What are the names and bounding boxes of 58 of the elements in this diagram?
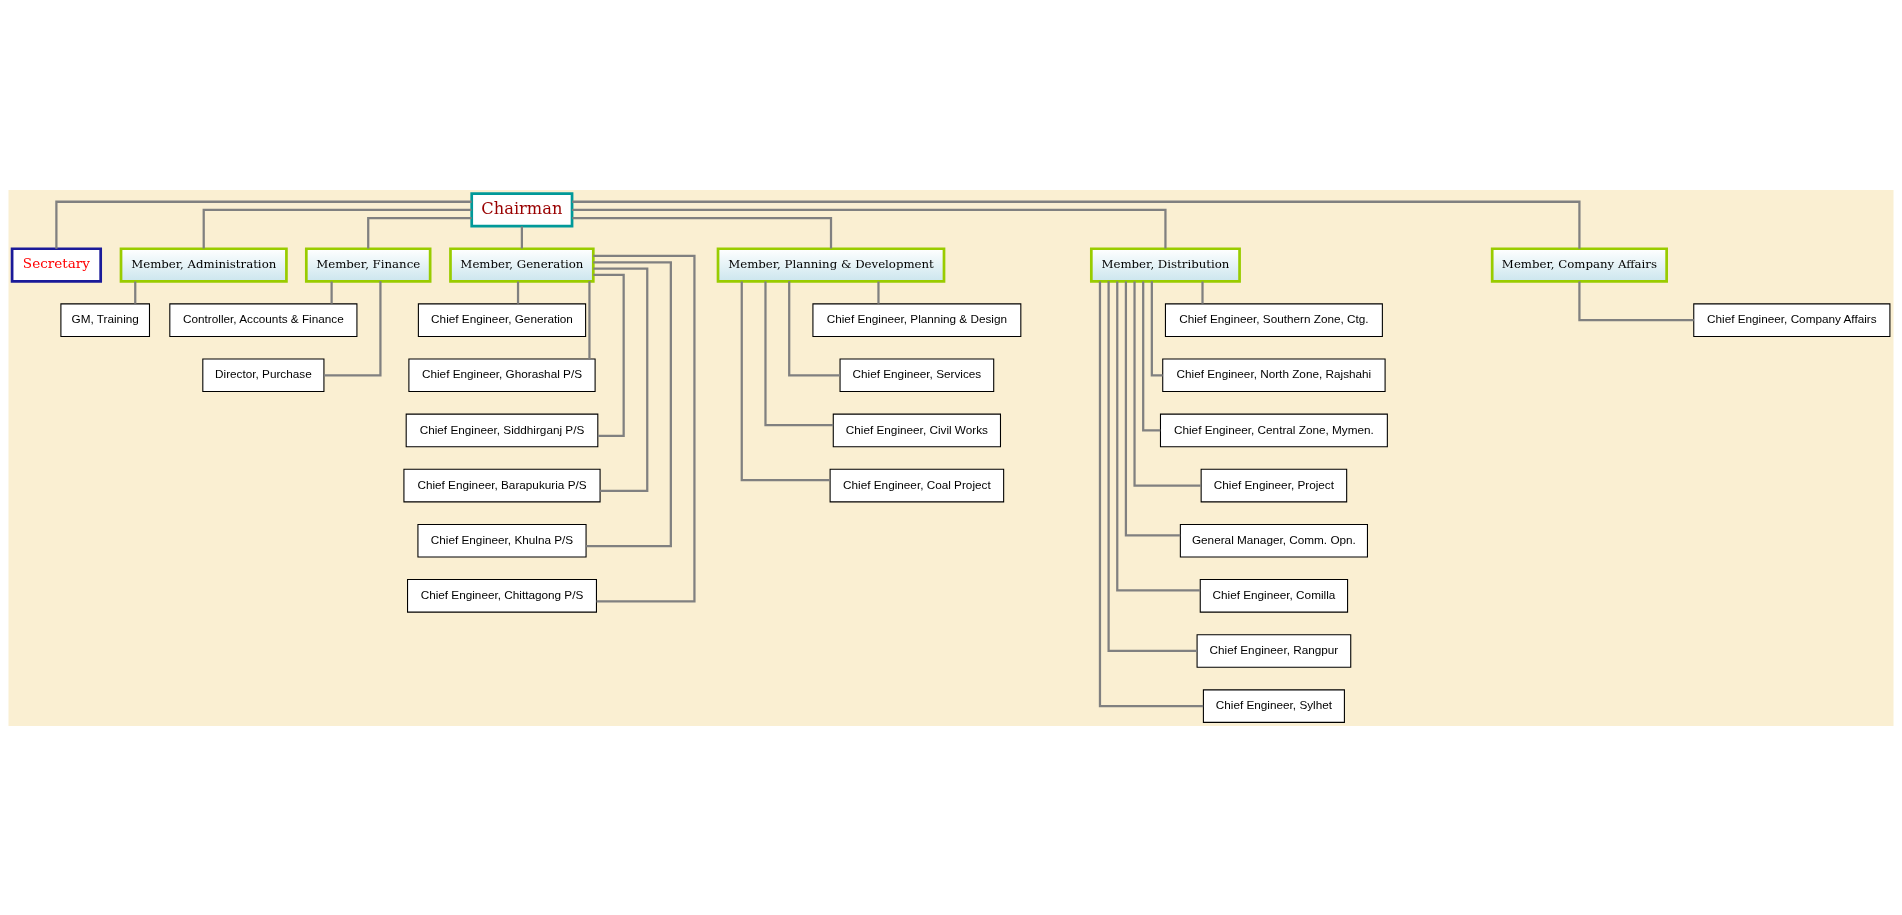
node-box: General Manager, Comm. Opn. xyxy=(1179,523,1368,557)
node-box: Chairman xyxy=(470,191,574,227)
node-box: Chief Engineer, Chittagong P/S xyxy=(407,578,597,613)
connector xyxy=(1142,281,1161,432)
connector xyxy=(764,281,834,426)
node-box: Chief Engineer, Barapukuria P/S xyxy=(403,468,601,502)
node-box: Chief Engineer, Coal Project xyxy=(829,468,1005,502)
connector xyxy=(740,281,831,481)
node-box: Director, Purchase xyxy=(202,358,325,392)
connector xyxy=(323,280,382,376)
connector xyxy=(588,280,591,359)
node-box: GM, Training xyxy=(60,302,151,337)
node-box: Chief Engineer, Siddhirganj P/S xyxy=(405,413,599,447)
node-box: Chief Engineer, Company Affairs xyxy=(1693,302,1891,337)
connector xyxy=(1133,281,1201,487)
connector xyxy=(788,280,841,376)
node-box: Chief Engineer, Sylhet xyxy=(1202,688,1345,723)
node-box: Member, Planning & Development xyxy=(716,246,946,283)
node-box: Chief Engineer, Project xyxy=(1200,468,1348,502)
connector xyxy=(593,267,649,492)
connector xyxy=(520,225,523,248)
connector xyxy=(586,260,672,547)
node-box: Member, Company Affairs xyxy=(1490,246,1668,283)
connector xyxy=(1116,281,1201,592)
node-box: Chief Engineer, Ghorashal P/S xyxy=(408,358,596,392)
node-box: Chief Engineer, Generation xyxy=(417,302,587,337)
node-box: Member, Generation xyxy=(449,246,595,283)
node-box: Chief Engineer, Central Zone, Mymen. xyxy=(1159,413,1388,447)
node-box: Chief Engineer, Comilla xyxy=(1199,578,1349,613)
node-box: Chief Engineer, North Zone, Rajshahi xyxy=(1162,358,1386,392)
node-box: Chief Engineer, Civil Works xyxy=(832,413,1002,447)
connector xyxy=(1107,280,1198,652)
connector xyxy=(572,208,1167,248)
node-box: Chief Engineer, Planning & Design xyxy=(812,302,1022,337)
connector xyxy=(134,281,137,304)
node-box: Chief Engineer, Khulna P/S xyxy=(417,523,587,557)
connector xyxy=(1578,281,1694,321)
connector xyxy=(516,281,520,304)
connector xyxy=(593,254,696,602)
connector xyxy=(202,208,472,248)
connector xyxy=(572,200,1581,249)
node-box: Member, Finance xyxy=(304,246,432,283)
node-box: Member, Administration xyxy=(119,246,288,283)
node-box: Chief Engineer, Services xyxy=(839,358,995,392)
connector xyxy=(1150,280,1163,376)
connector xyxy=(330,281,333,304)
node-box: Member, Distribution xyxy=(1089,246,1241,283)
connector xyxy=(1098,281,1204,707)
node-box: Chief Engineer, Rangpur xyxy=(1196,633,1352,668)
connector xyxy=(1201,281,1204,304)
node-box: Chief Engineer, Southern Zone, Ctg. xyxy=(1164,302,1383,337)
connector xyxy=(877,281,880,304)
node-box: Controller, Accounts & Finance xyxy=(169,302,358,337)
node-box: Secretary xyxy=(10,246,103,283)
connector xyxy=(55,200,472,249)
connector xyxy=(1124,281,1181,536)
connector xyxy=(367,216,472,249)
connector xyxy=(572,216,833,249)
